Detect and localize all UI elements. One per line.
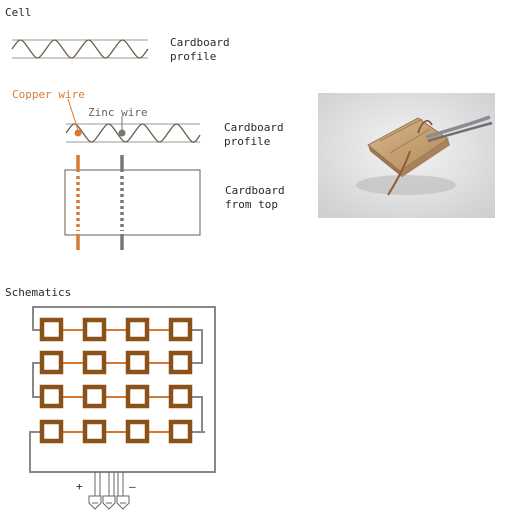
cell-photo [318, 93, 495, 218]
cell [82, 317, 107, 342]
cardboard-profile-mid [65, 98, 201, 143]
cell [125, 317, 150, 342]
copper-wire-label: Copper wire [12, 88, 85, 101]
cardboard-profile-label-top: Cardboard profile [170, 36, 230, 63]
led-terminals [88, 472, 130, 510]
cell [39, 419, 64, 444]
zinc-wire-label: Zinc wire [88, 106, 148, 119]
cardboard-profile-top [11, 39, 149, 59]
cardboard-from-top-label: Cardboard from top [225, 184, 285, 211]
copper-wire-dot [74, 129, 82, 137]
cardboard-top-view [64, 155, 201, 250]
cell [168, 419, 193, 444]
cell [168, 384, 193, 409]
cell [82, 384, 107, 409]
uturn-right-1 [192, 329, 203, 364]
plus-terminal-label: + [76, 480, 83, 493]
outer-wire [29, 306, 216, 473]
copper-wire-pointer [67, 98, 79, 131]
corrugation-wave-top [11, 39, 149, 59]
cell [125, 350, 150, 375]
cell [125, 419, 150, 444]
corrugation-wave-mid [65, 123, 201, 143]
cell [168, 317, 193, 342]
copper-links [63, 329, 169, 433]
minus-terminal-label: – [129, 480, 136, 493]
cell-heading: Cell [5, 6, 32, 19]
uturn-right-3 [192, 396, 203, 432]
cell [39, 350, 64, 375]
schematics-heading: Schematics [5, 286, 72, 299]
cardboard-profile-label-mid: Cardboard profile [224, 121, 284, 148]
cell [39, 384, 64, 409]
zinc-wire-dot [118, 129, 126, 137]
cell-grid [39, 317, 193, 444]
cell [168, 350, 193, 375]
cell [125, 384, 150, 409]
cell [39, 317, 64, 342]
cell [82, 350, 107, 375]
uturn-left-1 [32, 362, 40, 398]
cell [82, 419, 107, 444]
schematic-circuit [29, 306, 216, 510]
